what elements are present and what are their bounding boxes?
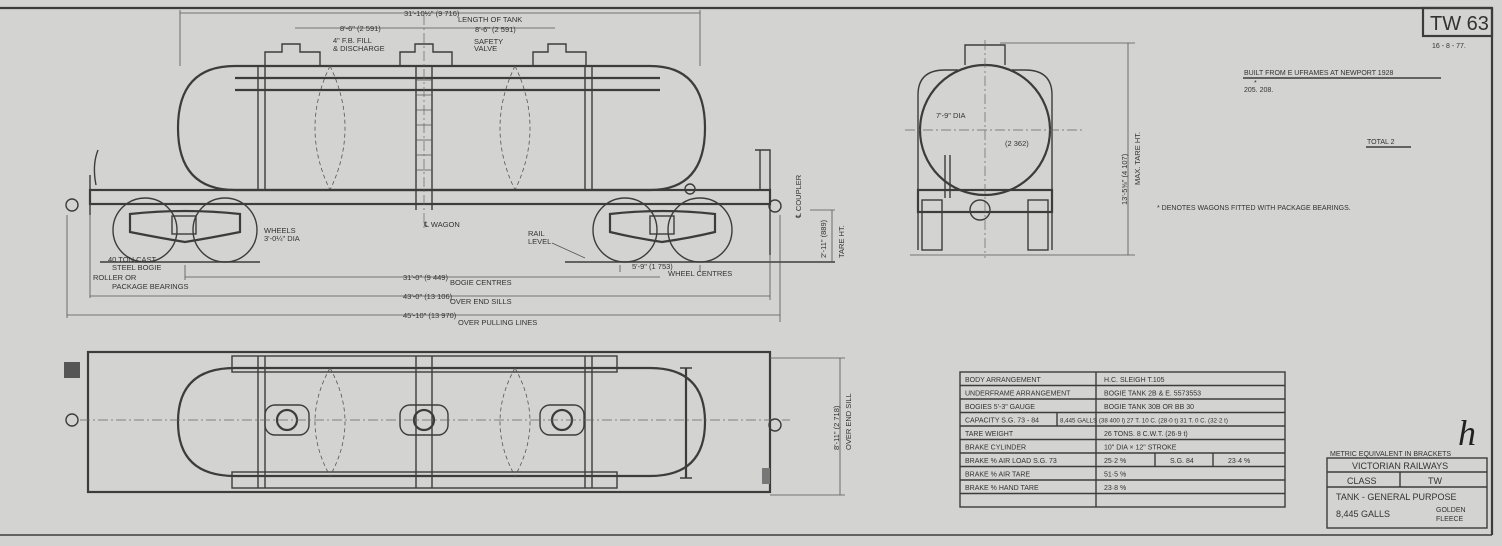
spec-row-value: BOGIE TANK 30B OR BB 30 [1104,404,1194,411]
spec-row-label: CAPACITY S.G. 73 - 84 [965,418,1039,425]
signature: h [1458,413,1476,453]
pulling-lines-dim: 45'-10" (13 970) [403,311,457,320]
wheel-centres-dim: 5'-9" (1 753) [632,262,673,271]
coupler-centreline-label: ℄ COUPLER [794,174,803,219]
wheels-label-2: 3'-0¼" DIA [264,234,300,243]
spec-row-value-3: 23·4 % [1228,458,1250,465]
rail-level-label-1: RAIL [528,229,545,238]
bogie-label-3: ROLLER OR [93,273,137,282]
safety-valve-label-2: VALVE [474,44,497,53]
pulling-lines-label: OVER PULLING LINES [458,318,537,327]
wagon-numbers: 205. 208. [1244,87,1273,94]
coupler-left [65,198,79,212]
underframe [88,188,772,206]
bogie-label-1: 40 TON CAST [108,255,156,264]
tank-diameter-metric: (2 362) [1005,139,1029,148]
fill-discharge-label-1: 4" F.B. FILL [333,36,372,45]
end-sills-dim: 43'-0" (13 106) [403,292,453,301]
bogie-left [112,197,258,263]
spec-table: BODY ARRANGEMENT H.C. SLEIGH T.105UNDERFR… [959,371,1286,508]
plan-width-dim: 8'-11" (2 718) [832,405,841,450]
class-value: TW [1428,476,1442,486]
spec-row-label: BRAKE % AIR TARE [965,472,1030,479]
tank-diameter-dim: 7'-9" DIA [936,111,966,120]
side-view: 31'-10½" (9 716) LENGTH OF TANK 8'-6" (2… [65,9,846,327]
wagon-name-1: GOLDEN [1436,507,1466,514]
drawing-number: TW 63 [1430,13,1489,35]
spec-row-value: 25·2 % [1104,458,1126,465]
wheel-centres-label: WHEEL CENTRES [668,269,732,278]
end-view: 7'-9" DIA (2 362) 13'-5⅝" (4 107) MAX. T… [905,40,1142,258]
footnote: * DENOTES WAGONS FITTED WITH PACKAGE BEA… [1157,205,1351,212]
plan-view: 8'-11" (2 718) OVER END SILL [64,350,853,496]
coupler-height-dim: 2'-11" (889) [819,219,828,258]
railway-name: VICTORIAN RAILWAYS [1352,461,1448,471]
bogie-centres-label: BOGIE CENTRES [450,278,512,287]
underframe-plan [86,350,772,494]
plan-width-label: OVER END SILL [844,393,853,450]
sheet-border [0,6,1494,536]
wheels-label-1: WHEELS [264,226,296,235]
rail-level-label-2: LEVEL [528,237,551,246]
package-bearing-star: * [1254,80,1257,87]
wagon-description: TANK - GENERAL PURPOSE [1336,492,1457,502]
end-sills-label: OVER END SILLS [450,297,512,306]
bogie-centres-dim: 31'-0" (9 449) [403,273,448,282]
spec-row-label: BRAKE CYLINDER [965,445,1026,452]
spec-row-value: 8,445 GALLS (38 400 l) 27 T. 10 C. (28·0… [1060,418,1228,425]
total-note: TOTAL 2 [1367,139,1395,146]
spec-row-value: 10" DIA × 12" STROKE [1104,445,1177,452]
tare-height-label: TARE HT. [837,225,846,258]
title-block: METRIC EQUIVALENT IN BRACKETS h VICTORIA… [1326,413,1488,529]
built-from-note: BUILT FROM E UFRAMES AT NEWPORT 1928 [1244,70,1393,77]
spec-row-label: BODY ARRANGEMENT [965,377,1041,384]
spec-row-value: 26 TONS. 8 C.W.T. (26·9 t) [1104,431,1188,438]
drawing-number-box: TW 63 16 - 8 - 77. [1421,6,1494,50]
spec-row-value: 23·8 % [1104,485,1126,492]
max-height-dim: 13'-5⅝" (4 107) [1120,153,1129,205]
dome-spacing-left: 8'-6" (2 591) [340,24,381,33]
max-tare-height-label: MAX. TARE HT. [1133,132,1142,185]
safety-valve-label-1: SAFETY [474,37,503,46]
spec-row-value: H.C. SLEIGH T.105 [1104,377,1165,384]
wagon-name-2: FLEECE [1436,516,1464,523]
bogie-label-2: STEEL BOGIE [112,263,161,272]
domes [264,43,587,66]
class-label: CLASS [1347,476,1377,486]
spec-row-label: TARE WEIGHT [965,431,1014,438]
length-of-tank-label: LENGTH OF TANK [458,15,522,24]
length-of-tank-dim: 31'-10½" (9 716) [404,9,460,18]
bogie-right [592,197,733,263]
spec-row-value-2: S.G. 84 [1170,458,1194,465]
spec-row-label: BRAKE % AIR LOAD S.G. 73 [965,458,1057,465]
wagon-capacity: 8,445 GALLS [1336,509,1390,519]
spec-row-label: BOGIES 5'-3" GAUGE [965,404,1035,411]
spec-row-value: BOGIE TANK 2B & E. 5573553 [1104,391,1201,398]
coupler-right [768,199,782,213]
spec-row-label: UNDERFRAME ARRANGEMENT [965,391,1071,398]
dome-spacing-right: 8'-6" (2 591) [475,25,516,34]
metric-note: METRIC EQUIVALENT IN BRACKETS [1330,451,1451,458]
notes: BUILT FROM E UFRAMES AT NEWPORT 1928 * 2… [1157,70,1441,212]
fill-discharge-label-2: & DISCHARGE [333,44,385,53]
bogie-label-4: PACKAGE BEARINGS [112,282,189,291]
drawing-date: 16 - 8 - 77. [1432,43,1466,50]
spec-row-value: 51·5 % [1104,472,1126,479]
wagon-centreline-label: ℄ WAGON [423,220,460,229]
spec-row-label: BRAKE % HAND TARE [965,485,1039,492]
tank-body [176,64,707,192]
